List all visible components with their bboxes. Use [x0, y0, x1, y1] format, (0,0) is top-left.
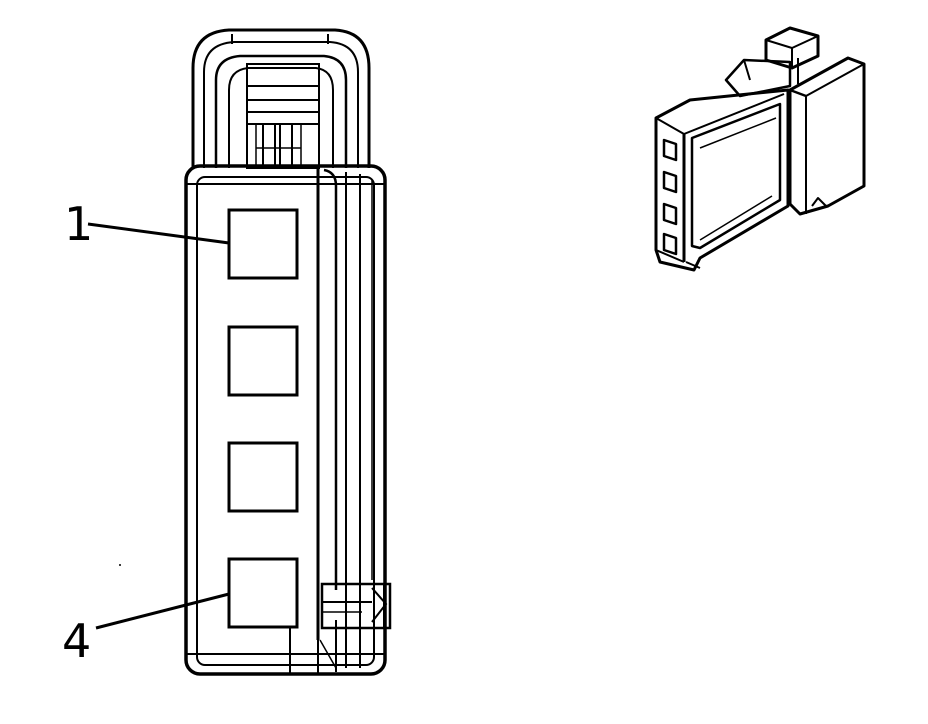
callout-1-label: 1 — [64, 197, 93, 251]
cavity-4 — [227, 557, 299, 629]
connector-3d-view — [654, 26, 866, 272]
speck — [119, 564, 121, 566]
connector-face-view — [119, 28, 392, 676]
callout-4-label: 4 — [62, 614, 91, 668]
callout-4: 4 — [62, 592, 230, 668]
callout-1: 1 — [64, 197, 230, 251]
latch — [191, 28, 371, 169]
cavity-3 — [227, 441, 299, 513]
terminal-openings — [662, 138, 678, 256]
cavity-2 — [227, 325, 299, 397]
cavity-1 — [227, 208, 299, 280]
housing-body — [184, 164, 392, 676]
terminal-cavities — [227, 208, 299, 629]
